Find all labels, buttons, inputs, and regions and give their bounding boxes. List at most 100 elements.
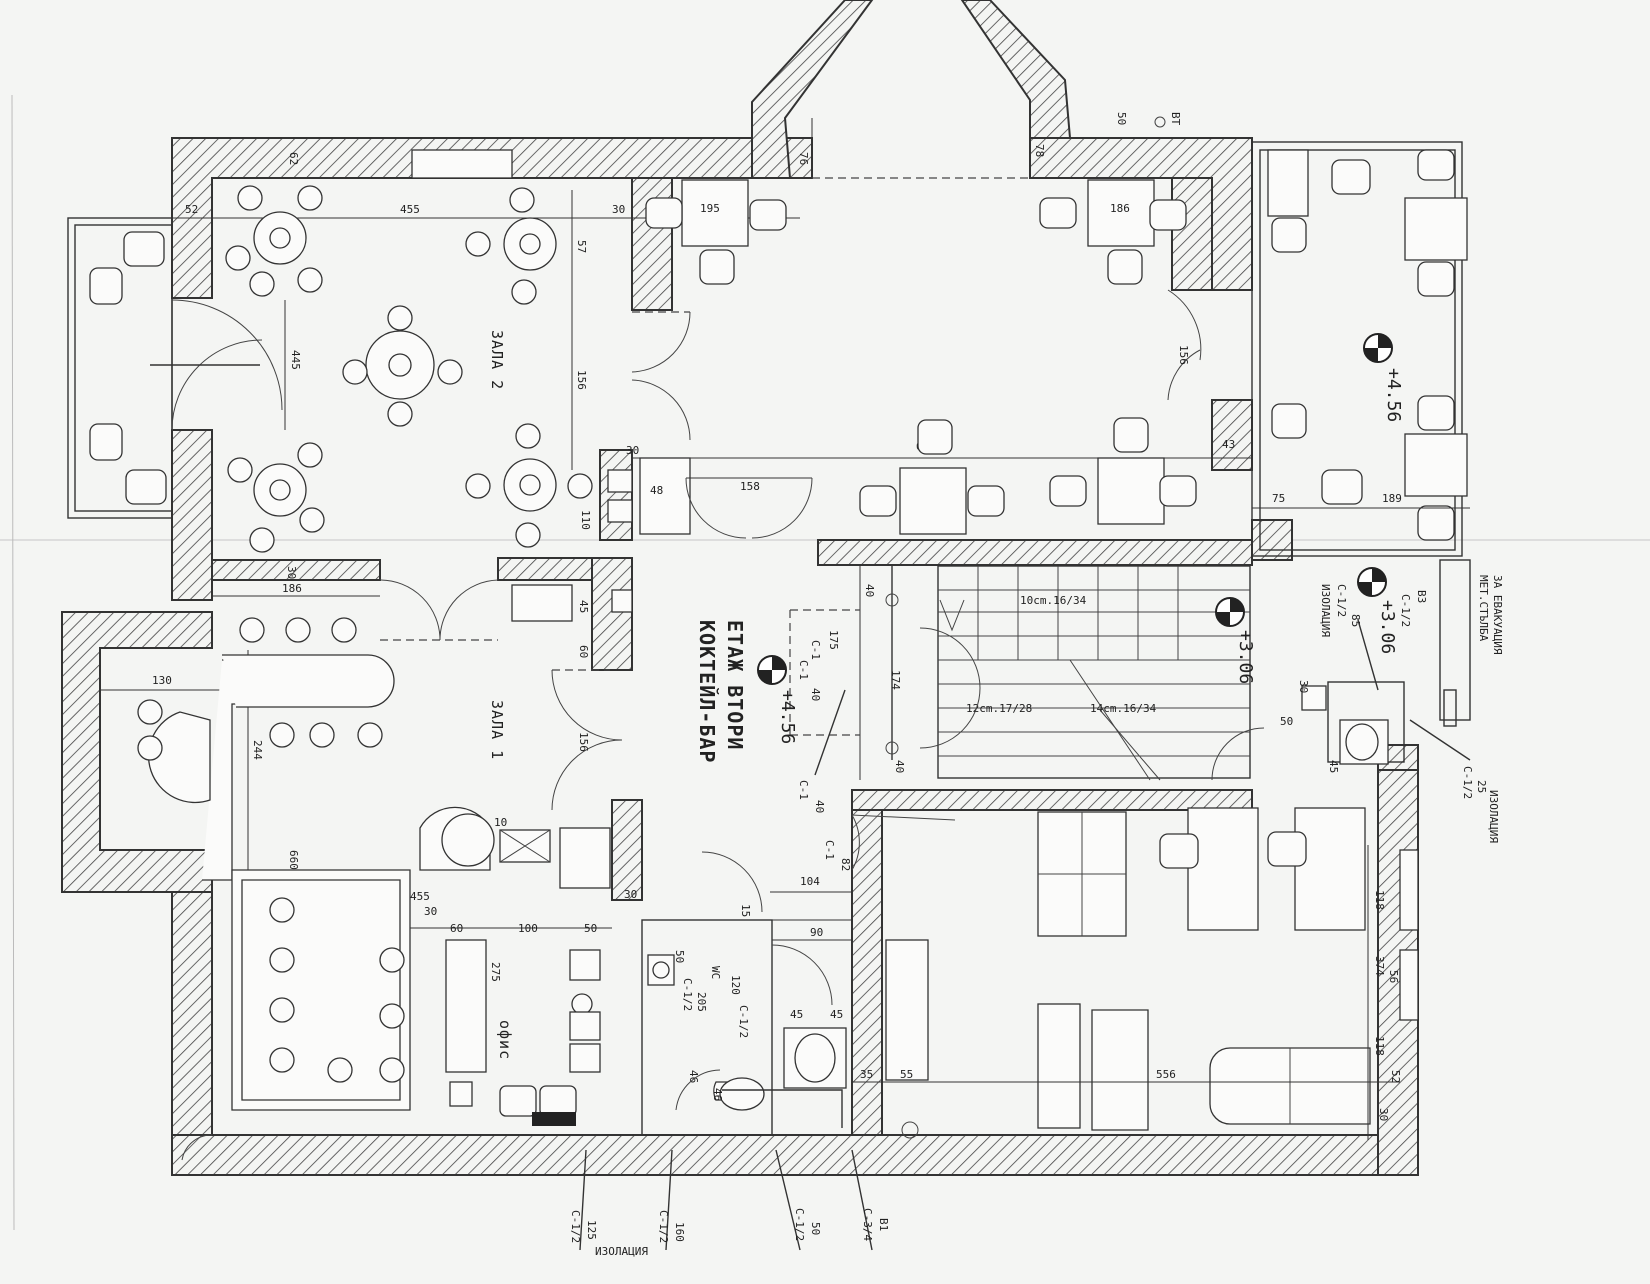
hall-1: 186 30 130 244 660 ЗАЛА 1 45 — [100, 566, 633, 1111]
dim-48: 48 — [650, 484, 663, 497]
dim-50: 50 — [1115, 112, 1128, 125]
level-456-center: +4.56 — [777, 690, 798, 744]
dim-120: 120 — [729, 975, 742, 995]
dim-374: 374 — [1373, 956, 1386, 976]
pipe-c1-a: С-1 — [809, 640, 822, 660]
dim-205: 205 — [695, 992, 708, 1012]
dim-50-rwc: 50 — [1280, 715, 1293, 728]
level-306-b: +3.06 — [1377, 600, 1398, 654]
dim-45c: 45 — [830, 1008, 843, 1021]
staircase: 10cm.16/34 12cm.17/28 14cm.16/34 40 174 … — [851, 565, 1265, 871]
pipe-c1-b: С-1 — [797, 660, 810, 680]
dim-45-rwc: 45 — [1327, 760, 1340, 773]
balconies — [67, 141, 1463, 557]
dim-57: 57 — [575, 240, 588, 253]
dim-104: 104 — [800, 875, 820, 888]
dim-455: 455 — [400, 203, 420, 216]
dim-275: 275 — [489, 962, 502, 982]
dim-50b: 50 — [584, 922, 597, 935]
label-wc: WC — [709, 966, 722, 979]
dim-174: 174 — [889, 670, 902, 690]
dim-30d: 30 — [424, 905, 437, 918]
plan-title-line-2: КОКТЕЙЛ-БАР — [695, 620, 719, 763]
dim-189: 189 — [1382, 492, 1402, 505]
dim-82: 82 — [839, 858, 852, 871]
dim-40-top: 40 — [863, 584, 876, 597]
dim-244: 244 — [251, 740, 264, 760]
dim-156: 156 — [575, 370, 588, 390]
dim-30-rwc: 30 — [1297, 680, 1310, 693]
pipe-c12-right: С-1/2 — [1461, 766, 1474, 799]
dim-30e: 30 — [624, 888, 637, 901]
pipe-c34: С-3/4 — [861, 1208, 874, 1241]
dim-175: 175 — [827, 630, 840, 650]
window-top — [411, 149, 513, 179]
dim-158: 158 — [740, 480, 760, 493]
dim-25: 25 — [1475, 780, 1488, 793]
bar-stools-long — [269, 897, 405, 1083]
hall-2: 52 455 30 62 57 156 445 ЗАЛА 2 — [89, 152, 800, 553]
iso-right: ИЗОЛАЦИЯ — [1487, 790, 1500, 843]
room-hall-1-label: ЗАЛА 1 — [488, 700, 506, 760]
iso-top-right: ИЗОЛАЦИЯ — [1319, 584, 1332, 637]
dim-46b: 46 — [711, 1088, 724, 1101]
stair-flight-3: 14cm.16/34 — [1090, 702, 1157, 715]
level-306-a: +3.06 — [1235, 630, 1256, 684]
bar-stools — [137, 617, 383, 761]
pipe-c12-top: С-1/2 — [1335, 584, 1348, 617]
evac-label-1: МЕТ.СТЪЛБА — [1477, 575, 1490, 642]
dim-156b: 156 — [1177, 345, 1190, 365]
dim-45: 45 — [577, 600, 590, 613]
pipe-labels-bottom: С-1/2 125 ИЗОЛАЦИЯ С-1/2 160 С-1/2 50 С-… — [181, 1134, 890, 1258]
dim-118-a: 118 — [1373, 890, 1386, 910]
wc-block: 50 WC 205 С-1/2 120 С-1/2 46 46 90 15 45… — [641, 851, 853, 1136]
dim-455b: 455 — [410, 890, 430, 903]
dim-30c: 30 — [285, 566, 298, 579]
label-bt: ВТ — [1169, 112, 1182, 126]
dim-46: 46 — [687, 1070, 700, 1083]
stair-flight-2: 12cm.17/28 — [966, 702, 1032, 715]
dim-130: 130 — [152, 674, 172, 687]
dim-50-b3: 50 — [809, 1222, 822, 1235]
right-balcony: 75 189 +4.56 — [1252, 149, 1470, 541]
dim-30-b: 30 — [1377, 1108, 1390, 1121]
dim-76: 76 — [797, 152, 810, 165]
dim-100: 100 — [518, 922, 538, 935]
dim-160: 160 — [673, 1222, 686, 1242]
pipe-c12-wc: С-1/2 — [681, 978, 694, 1011]
dim-110: 110 — [579, 510, 592, 530]
plan-title-line-1: ЕТАЖ ВТОРИ — [723, 620, 747, 750]
dim-60: 60 — [577, 645, 590, 658]
stair-flight-1: 10cm.16/34 — [1020, 594, 1087, 607]
service-area: С-1 175 С-1 40 С-1 40 С-1 82 +4.56 ЕТАЖ … — [695, 609, 860, 871]
dim-52-b: 52 — [1389, 1070, 1402, 1083]
room-office-label: офис — [496, 1020, 514, 1060]
valve-icon-2 — [885, 741, 899, 755]
dim-50-wc: 50 — [673, 950, 686, 963]
paper-edge — [11, 94, 15, 1231]
dim-56: 56 — [1387, 970, 1400, 983]
dim-30b: 30 — [626, 444, 639, 457]
lounge: 35 55 556 118 374 56 118 52 30 — [852, 807, 1419, 1140]
pipe-c12-wc2: С-1/2 — [737, 1005, 750, 1038]
dim-445: 445 — [289, 350, 302, 370]
pipe-c1-c: С-1 — [797, 780, 810, 800]
round-tables-hall-2 — [225, 185, 593, 553]
dim-75: 75 — [1272, 492, 1285, 505]
dim-10: 10 — [494, 816, 507, 829]
dim-660: 660 — [287, 850, 300, 870]
dim-186b: 186 — [282, 582, 302, 595]
dim-195: 195 — [700, 202, 720, 215]
pipe-c12-bl: С-1/2 — [569, 1210, 582, 1243]
dim-60b: 60 — [450, 922, 463, 935]
valve-icon — [885, 593, 899, 607]
label-b1: В1 — [877, 1218, 890, 1231]
dim-35: 35 — [860, 1068, 873, 1081]
dim-125: 125 — [585, 1220, 598, 1240]
pipe-c12-b3: С-1/2 — [793, 1208, 806, 1241]
room-hall-2-label: ЗАЛА 2 — [488, 330, 506, 390]
evac-label-2: ЗА ЕВАКУАЦИЯ — [1491, 575, 1504, 655]
dim-43: 43 — [1222, 438, 1235, 451]
